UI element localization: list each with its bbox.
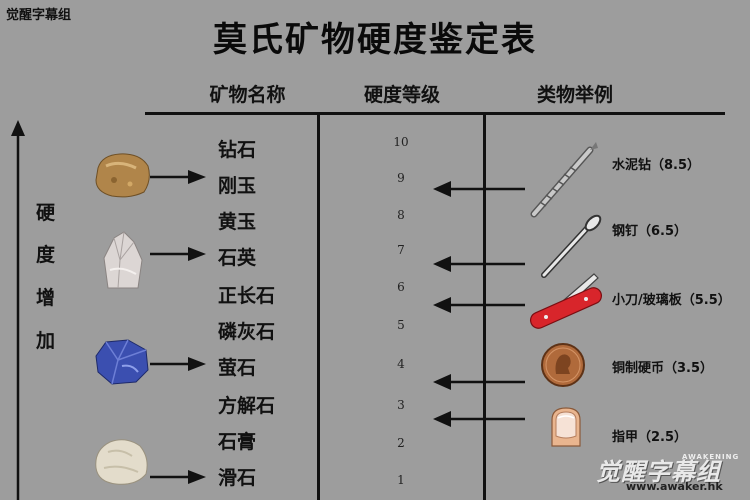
- mineral-diamond: 钻石: [218, 139, 257, 161]
- axis-label-char: 增: [36, 287, 56, 309]
- hardness-level: 8: [397, 208, 405, 222]
- axis-label-char: 硬: [36, 202, 56, 224]
- quartz-crystal-image: [103, 231, 143, 289]
- hardness-level: 4: [397, 357, 405, 371]
- mineral-calcite: 方解石: [218, 395, 276, 417]
- nail-icon: [541, 214, 602, 278]
- example-nail-label: 钢钉（6.5）: [612, 224, 688, 239]
- mineral-topaz: 黄玉: [218, 211, 257, 233]
- example-drill-bit-label: 水泥钻（8.5）: [612, 158, 701, 173]
- watermark-top: 觉醒字幕组: [6, 8, 72, 23]
- mineral-orthoclase: 正长石: [218, 285, 276, 307]
- example-knife-glass-label: 小刀/玻璃板（5.5）: [612, 293, 731, 308]
- page-title: 莫氏矿物硬度鉴定表: [213, 20, 537, 60]
- arrow-knife-to-level: [433, 297, 525, 313]
- axis-label-char: 度: [36, 244, 56, 266]
- copper-coin-icon: [541, 343, 585, 387]
- mineral-apatite: 磷灰石: [218, 321, 276, 343]
- mineral-talc: 滑石: [218, 467, 257, 489]
- arrow-drill-bit-to-level: [433, 181, 525, 197]
- pocket-knife-icon: [529, 273, 603, 329]
- mineral-corundum: 刚玉: [218, 175, 257, 197]
- column-divider-right: [483, 113, 486, 500]
- arrow-fingernail-to-level: [433, 411, 525, 427]
- mineral-gypsum: 石膏: [218, 431, 257, 453]
- example-copper-coin-label: 铜制硬币（3.5）: [612, 361, 714, 376]
- corundum-rock-image: [95, 153, 150, 198]
- header-hardness-level: 硬度等级: [363, 84, 440, 106]
- column-divider-left: [317, 113, 320, 500]
- header-mineral-name: 矿物名称: [209, 84, 286, 106]
- header-examples: 类物举例: [536, 84, 613, 106]
- hardness-level: 10: [393, 135, 409, 149]
- fingernail-icon: [551, 407, 581, 447]
- arrow-coin-to-level: [433, 374, 525, 390]
- hardness-level: 9: [397, 171, 405, 185]
- watermark-english-text: AWAKENING: [682, 453, 740, 461]
- watermark-url: www.awaker.hk: [626, 480, 723, 493]
- example-fingernail-label: 指甲（2.5）: [612, 430, 688, 445]
- arrow-to-quartz: [150, 247, 206, 261]
- hardness-level: 2: [397, 436, 405, 450]
- hardness-level: 1: [397, 473, 405, 487]
- hardness-increase-arrow: [11, 120, 25, 500]
- arrow-to-fluorite: [150, 357, 206, 371]
- hardness-level: 3: [397, 398, 405, 412]
- watermark-logo-text: 觉醒字幕组: [596, 458, 721, 486]
- arrow-to-talc: [150, 470, 206, 484]
- mineral-fluorite: 萤石: [218, 357, 257, 379]
- axis-label-char: 加: [36, 330, 56, 352]
- hardness-level: 7: [397, 243, 405, 257]
- talc-rock-image: [95, 439, 148, 485]
- hardness-level: 6: [397, 280, 405, 294]
- fluorite-rock-image: [95, 339, 149, 385]
- watermark-bottom: 觉醒字幕组 AWAKENING www.awaker.hk: [596, 450, 746, 496]
- arrow-to-corundum: [150, 170, 206, 184]
- mineral-quartz: 石英: [218, 247, 257, 269]
- hardness-level: 5: [397, 318, 405, 332]
- drill-bit-icon: [530, 142, 598, 218]
- header-divider: [145, 112, 725, 115]
- arrow-nail-to-level: [433, 256, 525, 272]
